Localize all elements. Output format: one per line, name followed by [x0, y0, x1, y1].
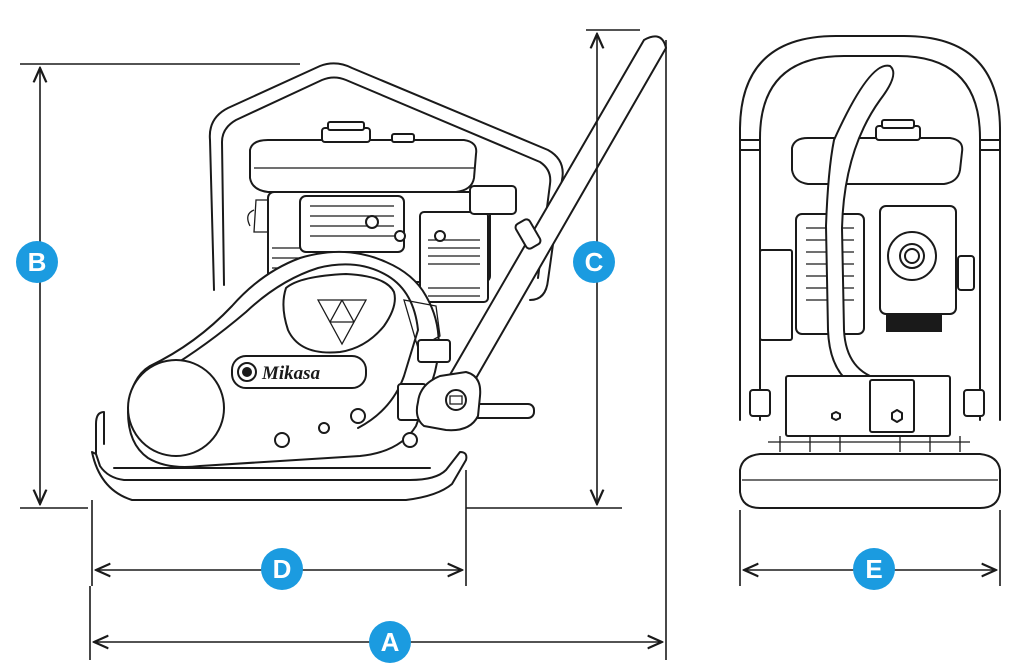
badge-label-d: D	[273, 554, 292, 584]
badge-label-a: A	[381, 627, 400, 657]
dimension-badge-e: E	[853, 548, 895, 590]
dimension-badge-d: D	[261, 548, 303, 590]
front-view-machine	[739, 35, 1001, 509]
dimension-badge-a: A	[369, 621, 411, 663]
badge-label-b: B	[28, 247, 47, 277]
dimension-badge-b: B	[16, 241, 58, 283]
badge-label-c: C	[585, 247, 604, 277]
badge-label-e: E	[865, 554, 882, 584]
dimension-badge-c: C	[573, 241, 615, 283]
side-view-machine: Mikasa	[91, 35, 667, 501]
brand-logo: Mikasa	[261, 363, 321, 384]
